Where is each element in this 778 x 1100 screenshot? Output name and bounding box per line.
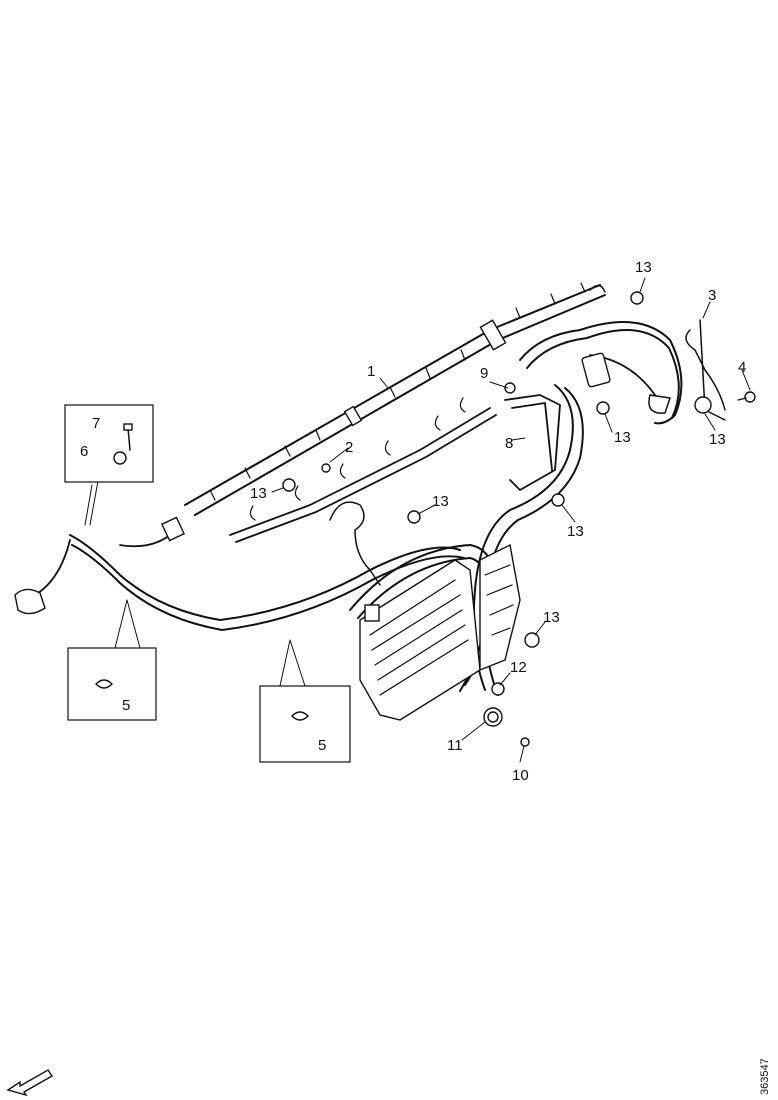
callout-13e: 13 (432, 493, 449, 510)
callout-2: 2 (345, 439, 353, 456)
control-unit (359, 543, 521, 721)
callout-13d: 13 (567, 523, 584, 540)
drawing-id: 363547 (759, 1058, 771, 1095)
callout-13c: 13 (709, 431, 726, 448)
harness-right (519, 319, 756, 425)
callout-12: 12 (510, 659, 527, 676)
callout-3: 3 (708, 287, 716, 304)
bracket-8 (504, 382, 561, 491)
detail-box-5-left (67, 647, 157, 721)
callout-7: 7 (92, 415, 100, 432)
grommets (282, 291, 644, 747)
callout-13a: 13 (635, 259, 652, 276)
callout-5a: 5 (122, 697, 130, 714)
callout-11: 11 (447, 737, 463, 754)
callout-9: 9 (480, 365, 488, 382)
leader-lines (84, 277, 751, 763)
callout-5b: 5 (318, 737, 326, 754)
callout-4: 4 (738, 359, 746, 376)
callout-13b: 13 (614, 429, 631, 446)
callout-labels: 1 2 3 4 5 5 6 7 8 9 10 11 12 13 13 13 13… (80, 259, 746, 784)
callout-8: 8 (505, 435, 513, 452)
callout-10: 10 (512, 767, 529, 784)
detail-box-6-7 (64, 404, 154, 483)
callout-13g: 13 (543, 609, 560, 626)
callout-6: 6 (80, 443, 88, 460)
callout-13f: 13 (250, 485, 267, 502)
harness-secondary (229, 397, 497, 543)
harness-rail-1 (184, 282, 606, 516)
callout-1: 1 (367, 363, 375, 380)
detail-box-5-right (259, 685, 351, 763)
front-arrow-icon (6, 1069, 53, 1097)
harness-left (14, 501, 465, 631)
